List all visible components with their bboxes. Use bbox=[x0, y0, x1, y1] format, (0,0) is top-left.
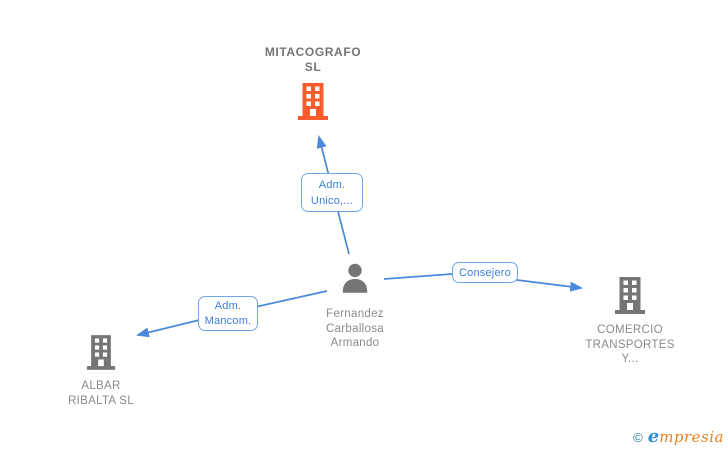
company-name-line: MITACOGRAFO bbox=[264, 45, 362, 59]
edge-label-adm-mancom: Adm. Mancom. bbox=[198, 296, 258, 331]
building-icon bbox=[86, 334, 116, 370]
person-name: Fernandez Carballosa Armando bbox=[295, 307, 415, 351]
node-person-fernandez[interactable]: Fernandez Carballosa Armando bbox=[295, 262, 415, 351]
edge-label-line: Adm. bbox=[214, 299, 242, 312]
company-name: COMERCIO TRANSPORTES Y... bbox=[570, 323, 690, 367]
person-name-line: Armando bbox=[330, 337, 380, 349]
person-icon bbox=[337, 262, 373, 298]
person-name-line: Fernandez bbox=[326, 308, 384, 320]
node-company-albar-ribalta[interactable]: ALBAR RIBALTA SL bbox=[41, 334, 161, 408]
edge-label-line: Consejero bbox=[459, 266, 511, 279]
edge-label-line: Adm. bbox=[318, 178, 346, 191]
brand-letter-e: e bbox=[647, 426, 660, 447]
company-name: ALBAR RIBALTA SL bbox=[41, 379, 161, 408]
brand-text: mpresia bbox=[659, 428, 724, 446]
company-name-line: SL bbox=[304, 60, 322, 74]
node-company-mitacografo[interactable]: MITACOGRAFO SL bbox=[243, 45, 383, 125]
building-icon bbox=[614, 276, 646, 314]
copyright-icon: © bbox=[633, 430, 643, 445]
edge-label-consejero: Consejero bbox=[452, 262, 518, 283]
person-name-line: Carballosa bbox=[326, 322, 384, 335]
company-name: MITACOGRAFO SL bbox=[243, 45, 383, 75]
company-name-line: COMERCIO bbox=[597, 324, 663, 336]
company-name-line: RIBALTA SL bbox=[68, 394, 134, 407]
edge-label-line: Unico,... bbox=[310, 194, 354, 207]
company-name-line: TRANSPORTES bbox=[585, 338, 675, 351]
edge-label-adm-unico: Adm. Unico,... bbox=[301, 173, 363, 212]
company-name-line: ALBAR bbox=[81, 380, 121, 392]
edge-label-line: Mancom. bbox=[204, 314, 252, 327]
empresia-logo[interactable]: © e mpresia bbox=[633, 426, 724, 447]
node-company-comercio-transportes[interactable]: COMERCIO TRANSPORTES Y... bbox=[570, 276, 690, 367]
company-name-line: Y... bbox=[621, 353, 639, 365]
building-icon bbox=[297, 82, 329, 120]
